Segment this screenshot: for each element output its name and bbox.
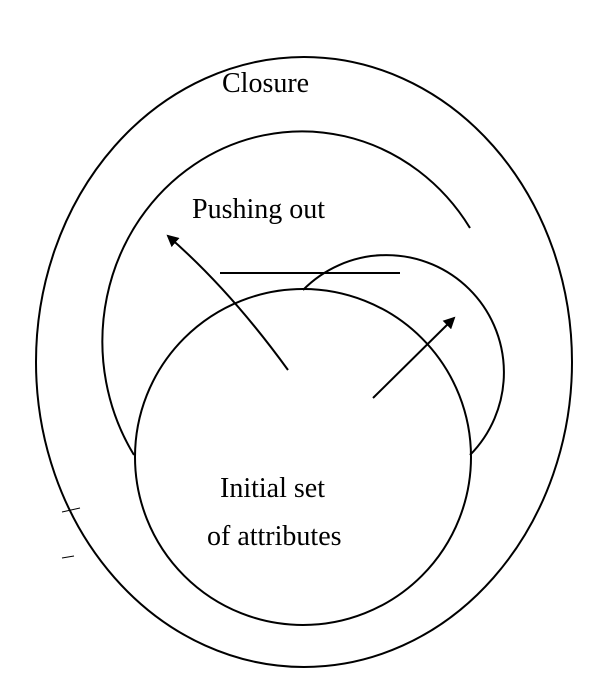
right-bulge-circle	[302, 254, 505, 456]
initial-set-label-line1: Initial set	[220, 473, 325, 504]
pushing-out-label: Pushing out	[192, 194, 325, 225]
initial-set-circle	[134, 288, 472, 626]
left-arrow	[166, 234, 289, 371]
closure-ellipse	[35, 56, 573, 668]
initial-set-label-line2: of attributes	[207, 521, 342, 552]
pushing-out-circle	[101, 130, 471, 456]
stray-mark-2	[61, 555, 75, 559]
right-arrow	[372, 316, 456, 399]
stray-mark-1	[61, 507, 81, 513]
closure-label: Closure	[222, 68, 309, 99]
